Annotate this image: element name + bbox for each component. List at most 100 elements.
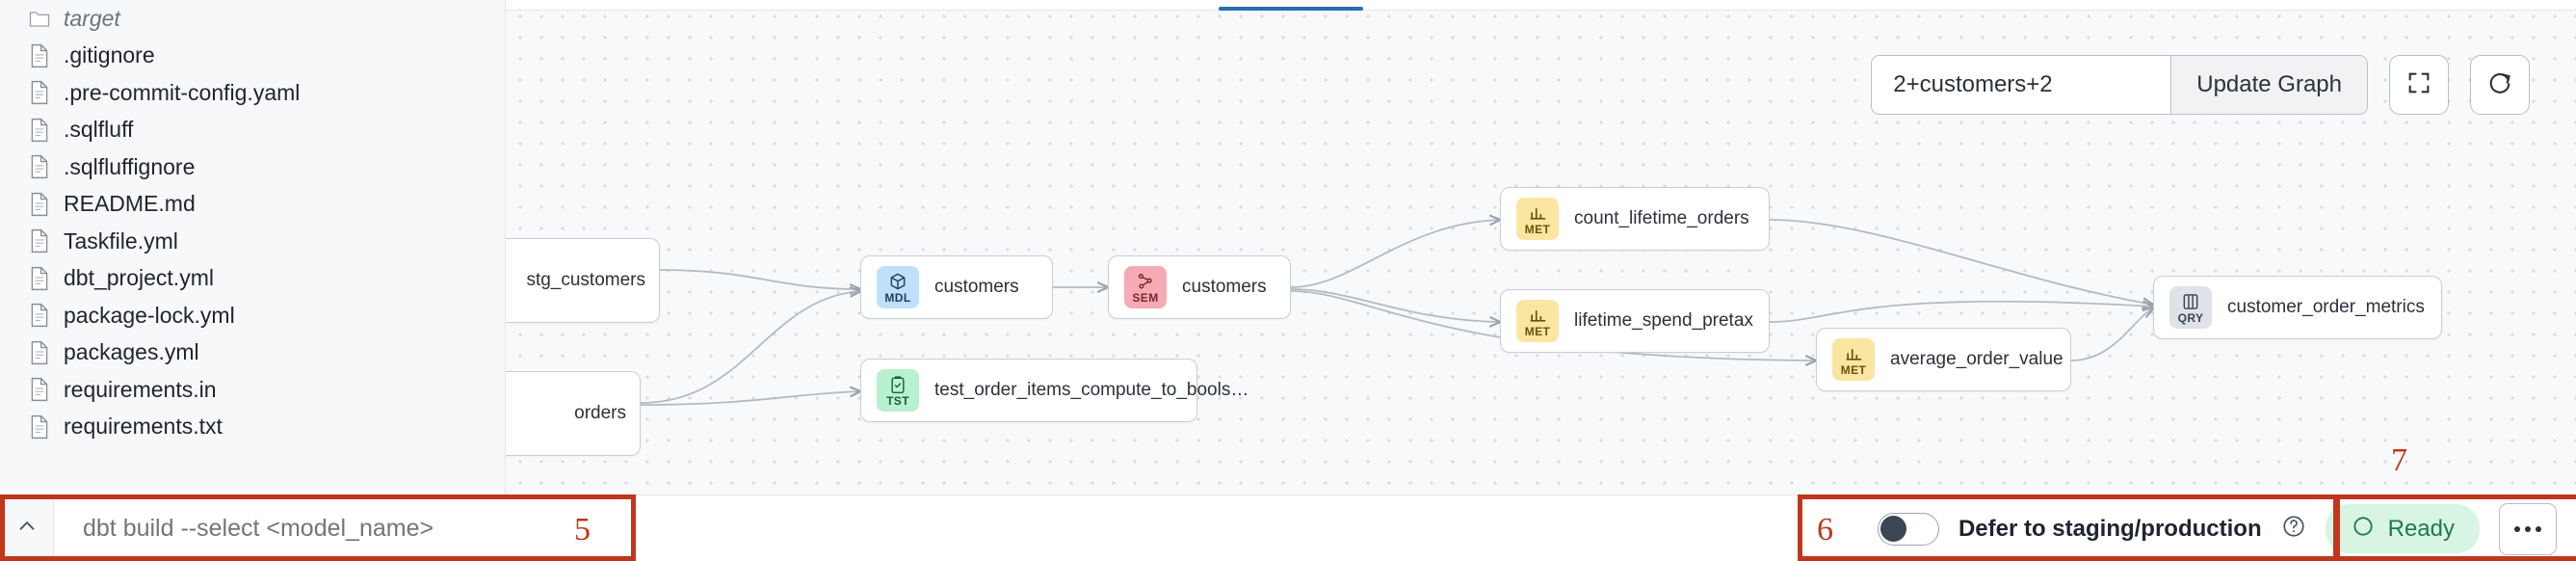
graph-toolbar: Update Graph	[1871, 55, 2530, 115]
graph-selector-group: Update Graph	[1871, 55, 2368, 115]
bar-chart-icon: MET	[1832, 338, 1875, 381]
file-name: packages.yml	[64, 339, 199, 365]
defer-toggle[interactable]	[1877, 512, 1939, 546]
command-bar-right: Defer to staging/production Ready	[1843, 495, 2557, 561]
dag-node[interactable]: MDL customers	[860, 255, 1053, 319]
file-list-item[interactable]: packages.yml	[0, 334, 505, 372]
file-list-item[interactable]: README.md	[0, 186, 505, 224]
file-name: requirements.txt	[64, 414, 223, 440]
file-icon	[29, 377, 50, 402]
defer-group: Defer to staging/production	[1843, 512, 2306, 546]
dag-node[interactable]: SEM customers	[1108, 255, 1291, 319]
file-icon	[29, 154, 50, 179]
file-name: .gitignore	[64, 42, 155, 68]
query-icon: QRY	[2169, 286, 2212, 329]
file-name: .sqlfluffignore	[64, 153, 196, 179]
node-kind-label: MET	[1524, 222, 1551, 236]
status-label: Ready	[2387, 515, 2455, 542]
bar-chart-icon: MET	[1516, 198, 1559, 240]
help-circle-icon[interactable]	[2281, 514, 2306, 544]
file-name: .sqlfluff	[64, 117, 134, 143]
node-kind-label: MET	[1524, 324, 1551, 338]
clipboard-check-icon: TST	[877, 369, 919, 412]
semantic-icon: SEM	[1124, 266, 1167, 308]
file-icon	[29, 43, 50, 68]
file-list-item[interactable]: .pre-commit-config.yaml	[0, 74, 505, 112]
dag-edges	[640, 0, 2576, 406]
file-icon	[29, 414, 50, 440]
node-kind-label: TST	[886, 393, 909, 408]
file-icon	[29, 266, 50, 291]
chevron-up-icon	[14, 514, 39, 544]
command-expand-button[interactable]	[0, 495, 54, 561]
bar-chart-icon: MET	[1516, 300, 1559, 342]
status-badge[interactable]: Ready	[2325, 504, 2480, 553]
dag-node-label: customers	[1182, 277, 1267, 297]
fullscreen-button[interactable]	[2389, 55, 2449, 115]
dag-node-label: lifetime_spend_pretax	[1574, 310, 1753, 331]
file-icon	[29, 118, 50, 143]
file-name: package-lock.yml	[64, 302, 235, 328]
dag-node-label: orders	[574, 403, 626, 423]
folder-icon	[29, 6, 50, 31]
canvas-top-edge	[506, 0, 2576, 11]
update-graph-button[interactable]: Update Graph	[2170, 56, 2367, 114]
refresh-icon	[2486, 69, 2513, 101]
file-list-item[interactable]: requirements.in	[0, 371, 505, 409]
command-input[interactable]	[54, 495, 632, 561]
dag-node-label: stg_customers	[526, 270, 645, 290]
command-bar: Defer to staging/production Ready	[0, 494, 2576, 561]
graph-selector-input[interactable]	[1872, 56, 2171, 114]
file-list: target .gitignore .pre-commit-config.yam…	[0, 0, 505, 445]
dag-node-label: test_order_items_compute_to_bools…	[934, 380, 1249, 400]
dag-node[interactable]: MET count_lifetime_orders	[1500, 187, 1770, 251]
dag-node[interactable]: MET lifetime_spend_pretax	[1500, 289, 1770, 353]
node-kind-label: QRY	[2177, 310, 2204, 325]
dag-node-label: average_order_value	[1890, 349, 2063, 369]
file-icon	[29, 192, 50, 217]
defer-label: Defer to staging/production	[1958, 515, 2262, 542]
file-icon	[29, 340, 50, 365]
fullscreen-icon	[2405, 69, 2432, 101]
dag-node[interactable]: MET average_order_value	[1816, 328, 2071, 391]
file-icon	[29, 228, 50, 254]
dot-icon	[2536, 525, 2541, 532]
node-kind-label: MET	[1840, 362, 1867, 377]
file-list-item[interactable]: target	[0, 0, 505, 38]
dag-node[interactable]: stg_customers	[506, 238, 660, 323]
file-list-item[interactable]: .gitignore	[0, 38, 505, 75]
file-name: target	[64, 5, 120, 31]
file-icon	[29, 80, 50, 105]
file-list-item[interactable]: dbt_project.yml	[0, 260, 505, 298]
file-name: .pre-commit-config.yaml	[64, 79, 301, 105]
refresh-button[interactable]	[2470, 55, 2530, 115]
file-explorer-sidebar: target .gitignore .pre-commit-config.yam…	[0, 0, 506, 494]
file-name: Taskfile.yml	[64, 227, 178, 254]
dot-icon	[2514, 525, 2520, 532]
dag-node[interactable]: TST test_order_items_compute_to_bools…	[860, 359, 1249, 422]
defer-toggle-knob	[1879, 515, 1906, 542]
file-list-item[interactable]: requirements.txt	[0, 409, 505, 446]
more-options-button[interactable]	[2499, 502, 2557, 555]
active-tab-underline	[1219, 7, 1363, 11]
file-list-item[interactable]: .sqlfluffignore	[0, 148, 505, 186]
file-list-item[interactable]: package-lock.yml	[0, 297, 505, 334]
dag-node[interactable]: orders	[506, 371, 641, 456]
file-list-item[interactable]: Taskfile.yml	[0, 223, 505, 260]
file-name: dbt_project.yml	[64, 265, 214, 291]
node-kind-label: MDL	[884, 290, 911, 305]
file-name: README.md	[64, 191, 196, 217]
status-circle-icon	[2351, 514, 2376, 544]
file-name: requirements.in	[64, 376, 217, 402]
node-kind-label: SEM	[1132, 290, 1159, 305]
dot-icon	[2525, 525, 2531, 532]
file-icon	[29, 303, 50, 328]
dag-node-label: customers	[934, 277, 1019, 297]
file-list-item[interactable]: .sqlfluff	[0, 112, 505, 149]
cube-icon: MDL	[877, 266, 919, 308]
dag-node-label: count_lifetime_orders	[1574, 208, 1749, 228]
